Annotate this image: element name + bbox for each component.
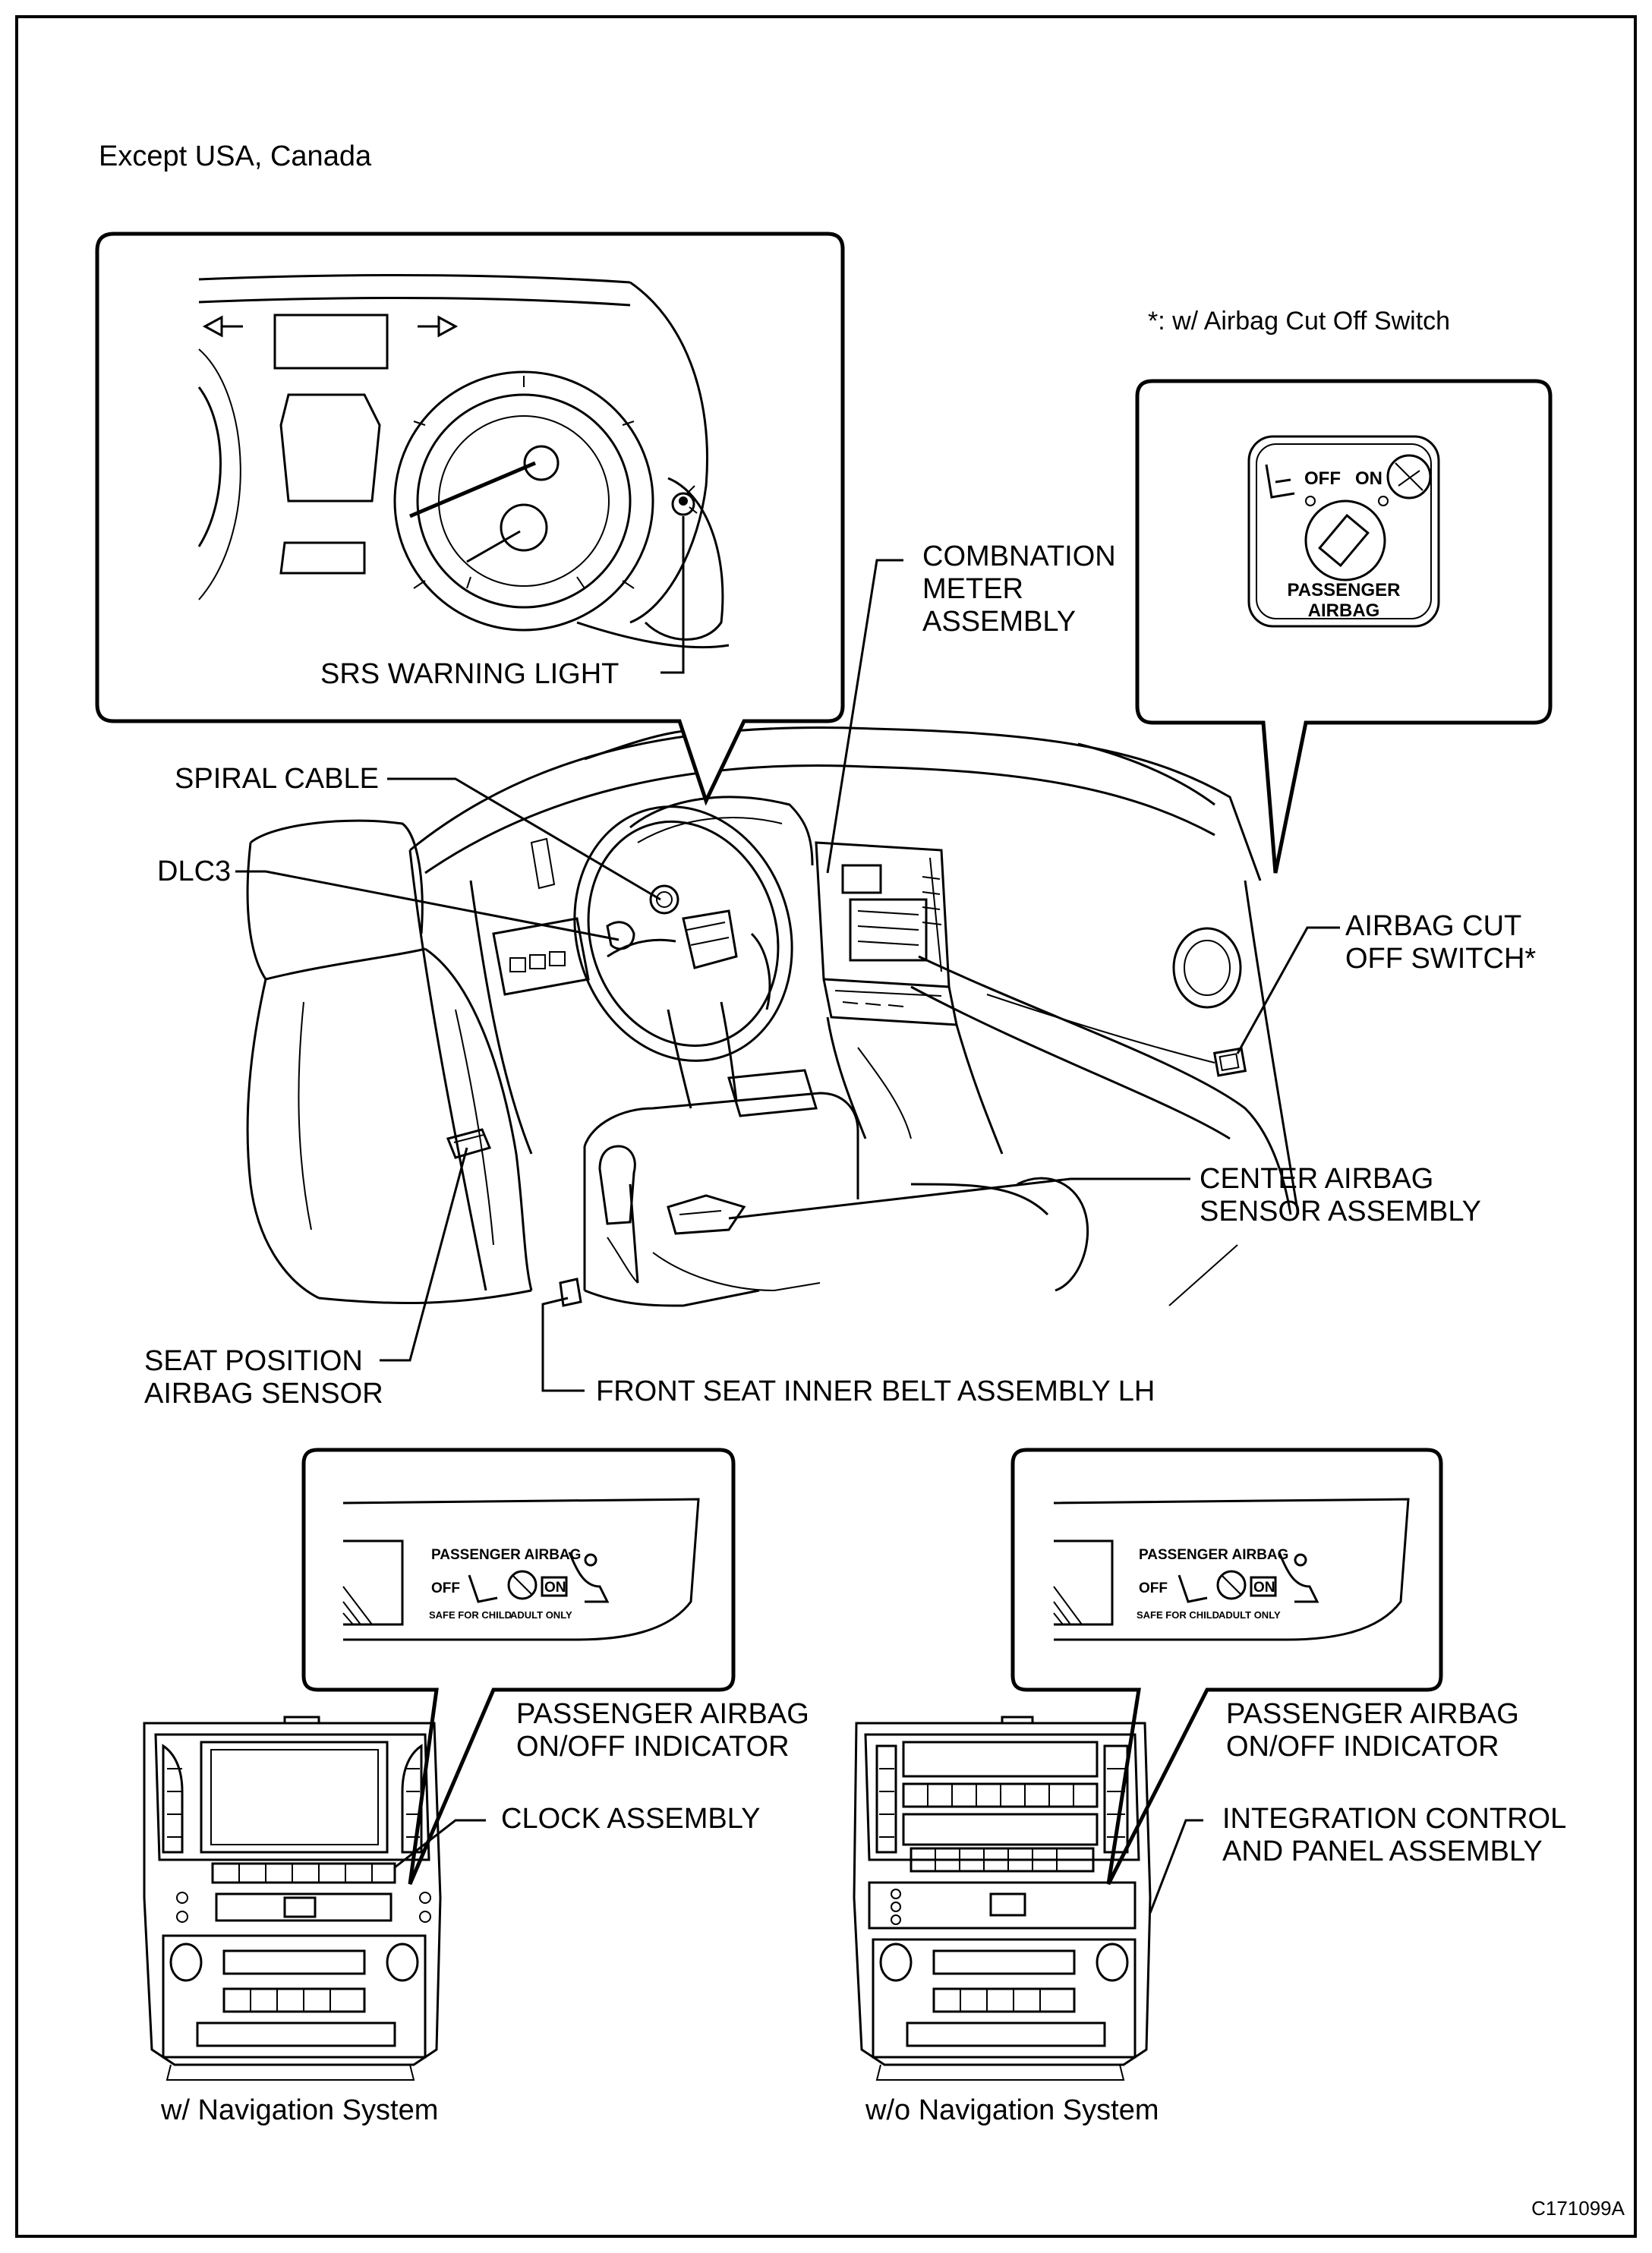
switch-off-label: OFF (1304, 468, 1341, 489)
switch-airbag-label: AIRBAG (1308, 600, 1380, 621)
integration-panel-label-2: AND PANEL ASSEMBLY (1222, 1835, 1543, 1867)
switch-on-label: ON (1355, 468, 1382, 489)
center-airbag-sensor-label-1: CENTER AIRBAG (1200, 1163, 1433, 1195)
combination-meter-label-1: COMBNATION (922, 540, 1116, 572)
srs-warning-light-label: SRS WARNING LIGHT (320, 658, 619, 690)
indicator-off: OFF (1139, 1580, 1168, 1596)
passenger-indicator-nav-label-2: ON/OFF INDICATOR (516, 1731, 790, 1763)
indicator-adult-only: ADULT ONLY (1219, 1609, 1281, 1621)
passenger-indicator-nonav-label-1: PASSENGER AIRBAG (1226, 1698, 1519, 1730)
indicator-safe-for-child: SAFE FOR CHILD (429, 1609, 512, 1621)
page-frame (15, 15, 1637, 2238)
center-airbag-sensor-label-2: SENSOR ASSEMBLY (1200, 1196, 1481, 1227)
with-nav-caption: w/ Navigation System (160, 2094, 438, 2126)
integration-panel-label-1: INTEGRATION CONTROL (1222, 1803, 1566, 1835)
without-nav-caption: w/o Navigation System (865, 2094, 1159, 2126)
indicator-inset-with-nav: PASSENGER AIRBAG OFF ON SAFE FOR CHILD A… (301, 1448, 736, 1885)
leader-lines (235, 559, 1340, 1392)
indicator-on: ON (544, 1580, 566, 1596)
indicator-off: OFF (431, 1580, 460, 1596)
center-panel-with-nav (143, 1716, 486, 2081)
indicator-title: PASSENGER AIRBAG (431, 1547, 581, 1563)
clock-assembly-label: CLOCK ASSEMBLY (501, 1803, 760, 1835)
indicator-safe-for-child: SAFE FOR CHILD (1137, 1609, 1219, 1621)
spiral-cable-label: SPIRAL CABLE (175, 763, 379, 795)
passenger-indicator-nav-label-1: PASSENGER AIRBAG (516, 1698, 809, 1730)
indicator-on: ON (1253, 1580, 1275, 1596)
airbag-cut-off-switch-label-2: OFF SWITCH* (1345, 943, 1536, 975)
switch-passenger-label: PASSENGER (1288, 580, 1401, 600)
front-seat-inner-belt-label: FRONT SEAT INNER BELT ASSEMBLY LH (596, 1375, 1155, 1407)
passenger-indicator-nonav-label-2: ON/OFF INDICATOR (1226, 1731, 1499, 1763)
indicator-adult-only: ADULT ONLY (510, 1609, 572, 1621)
figure-code: C171099A (1531, 2197, 1625, 2220)
seat-position-sensor-label-1: SEAT POSITION (144, 1345, 363, 1377)
indicator-title: PASSENGER AIRBAG (1139, 1547, 1288, 1563)
dlc3-label: DLC3 (157, 856, 231, 887)
footnote: *: w/ Airbag Cut Off Switch (1148, 307, 1450, 336)
vehicle-interior-illustration (246, 726, 1300, 1307)
combination-meter-inset (95, 232, 845, 806)
combination-meter-label-2: METER (922, 573, 1023, 605)
airbag-cut-off-switch-inset: OFF ON PASSENGER AIRBAG (1135, 379, 1553, 874)
seat-position-sensor-label-2: AIRBAG SENSOR (144, 1378, 383, 1410)
integration-control-panel (853, 1716, 1203, 2081)
indicator-inset-without-nav: PASSENGER AIRBAG OFF ON SAFE FOR CHILD A… (1010, 1448, 1443, 1886)
region-note: Except USA, Canada (99, 140, 372, 172)
airbag-cut-off-switch-label-1: AIRBAG CUT (1345, 910, 1521, 942)
combination-meter-label-3: ASSEMBLY (922, 606, 1076, 638)
